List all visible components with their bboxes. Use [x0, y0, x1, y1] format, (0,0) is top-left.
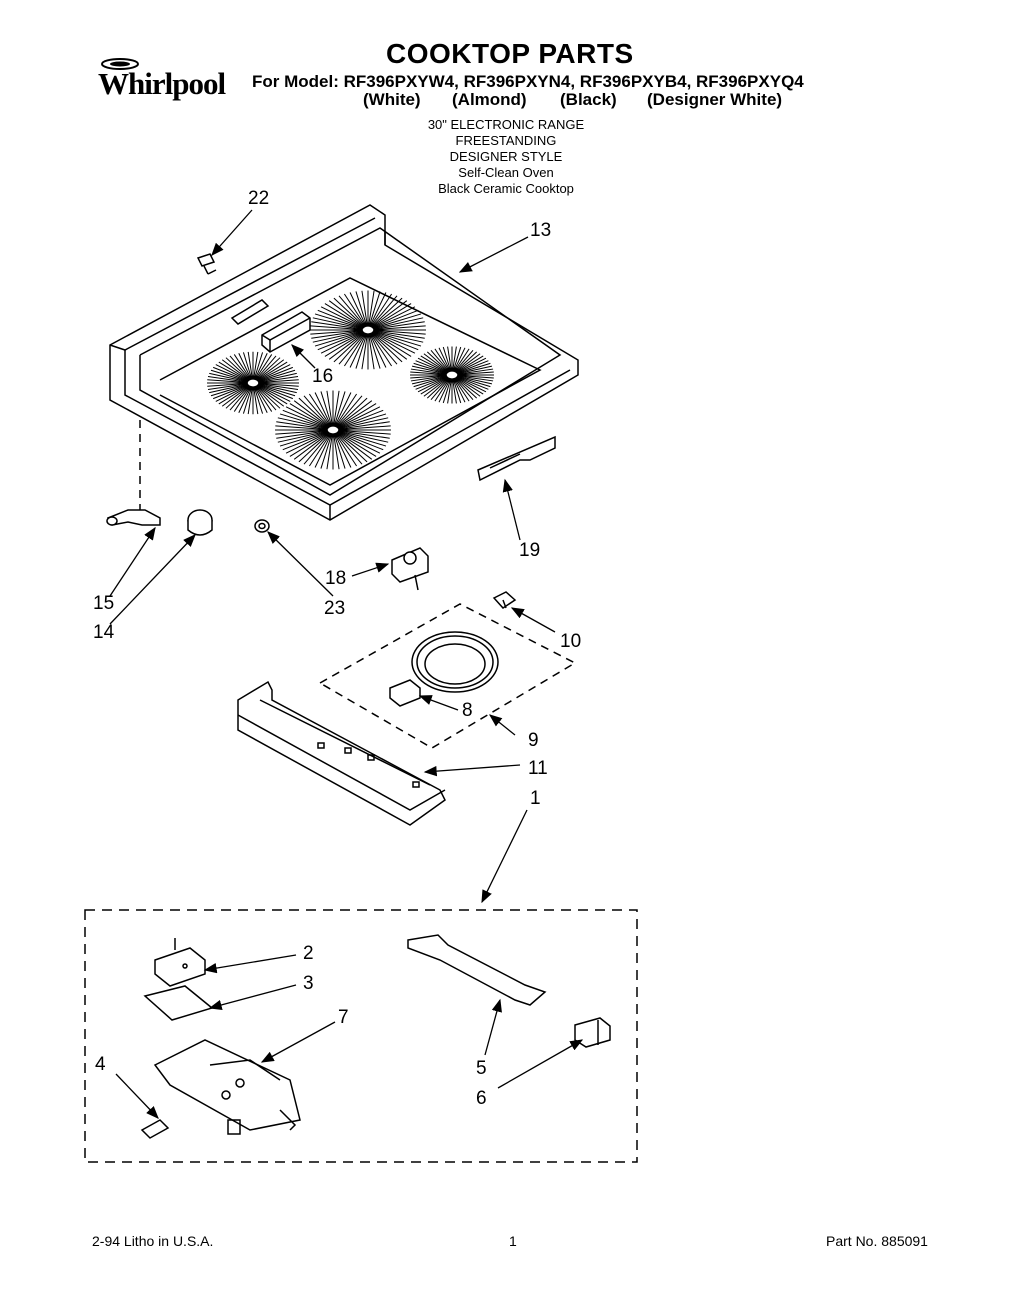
leader-9 — [488, 714, 516, 736]
leader-23 — [267, 531, 334, 597]
callout-5: 5 — [476, 1058, 487, 1079]
callout-4: 4 — [95, 1054, 106, 1075]
page-title: COOKTOP PARTS — [386, 38, 634, 69]
part-5-strip — [407, 934, 547, 1006]
part-23-grommet — [254, 519, 270, 533]
part-number: Part No. 885091 — [826, 1233, 928, 1249]
burner-left-front — [207, 351, 299, 415]
part-18-switch — [391, 547, 429, 591]
whirlpool-logo: Whirlpool — [92, 52, 248, 102]
leader-19 — [502, 478, 521, 541]
callout-2: 2 — [303, 943, 314, 964]
callout-18: 18 — [325, 568, 347, 589]
leader-4 — [115, 1073, 159, 1119]
desc-line: DESIGNER STYLE — [449, 149, 563, 164]
leader-2 — [203, 954, 297, 974]
control-kit-box — [84, 909, 638, 1163]
callout-6: 6 — [476, 1088, 487, 1109]
callout-23: 23 — [324, 598, 346, 619]
leader-13 — [458, 236, 529, 273]
color-designer-white: (Designer White) — [647, 90, 783, 109]
burner-right-rear — [310, 290, 426, 370]
desc-line: FREESTANDING — [455, 133, 557, 148]
leader-5 — [484, 998, 502, 1056]
callout-11: 11 — [528, 758, 548, 779]
leader-18 — [351, 562, 390, 577]
color-almond: (Almond) — [452, 90, 527, 109]
callout-8: 8 — [462, 700, 473, 721]
leader-22 — [211, 209, 253, 256]
callout-7: 7 — [338, 1007, 349, 1028]
part-7-control-board — [153, 1039, 301, 1135]
leader-15 — [109, 526, 156, 597]
leader-6 — [497, 1039, 584, 1089]
part-15-bracket — [106, 509, 161, 526]
leader-3 — [208, 984, 297, 1011]
leader-14 — [109, 534, 196, 625]
leader-1 — [481, 809, 528, 904]
desc-line: Self-Clean Oven — [458, 165, 554, 180]
desc-line: 30" ELECTRONIC RANGE — [427, 117, 585, 132]
callout-22: 22 — [248, 188, 270, 209]
leader-11 — [423, 764, 521, 777]
page-number: 1 — [509, 1233, 517, 1249]
leader-7 — [260, 1021, 336, 1063]
leader-10 — [510, 607, 556, 633]
control-window-slot — [230, 299, 270, 325]
part-19-bracket — [477, 435, 556, 482]
part-10-clip — [492, 591, 517, 609]
part-6-connector — [574, 1017, 611, 1048]
leader-8 — [418, 695, 459, 711]
callout-3: 3 — [303, 973, 314, 994]
part-14-knob — [187, 509, 213, 536]
part-3-insulator — [143, 985, 214, 1021]
leader-16 — [291, 344, 316, 369]
callout-15: 15 — [93, 593, 115, 614]
callout-16: 16 — [312, 366, 334, 387]
logo-swoosh-icon — [101, 58, 139, 70]
callout-13: 13 — [530, 220, 552, 241]
callout-1: 1 — [530, 788, 541, 809]
model-list: For Model: RF396PXYW4, RF396PXYN4, RF396… — [252, 72, 804, 91]
color-black: (Black) — [560, 90, 617, 109]
footer-litho: 2-94 Litho in U.S.A. — [92, 1233, 214, 1249]
part-22-clip — [196, 253, 217, 275]
callout-14: 14 — [93, 622, 115, 643]
part-8-radiant-element — [389, 631, 499, 707]
part-11-support-bracket — [237, 680, 446, 826]
brand-name: Whirlpool — [98, 66, 226, 101]
callout-10: 10 — [560, 631, 582, 652]
cooktop-main-top — [109, 204, 579, 521]
part-2-relay — [154, 938, 206, 987]
burner-left-rear — [410, 346, 494, 404]
part-4-clip — [140, 1119, 170, 1139]
burner-right-front — [275, 390, 391, 470]
desc-line: Black Ceramic Cooktop — [438, 181, 574, 196]
callout-19: 19 — [519, 540, 541, 561]
callout-9: 9 — [528, 730, 539, 751]
color-white: (White) — [363, 90, 421, 109]
product-description: 30" ELECTRONIC RANGE FREESTANDING DESIGN… — [376, 117, 636, 197]
